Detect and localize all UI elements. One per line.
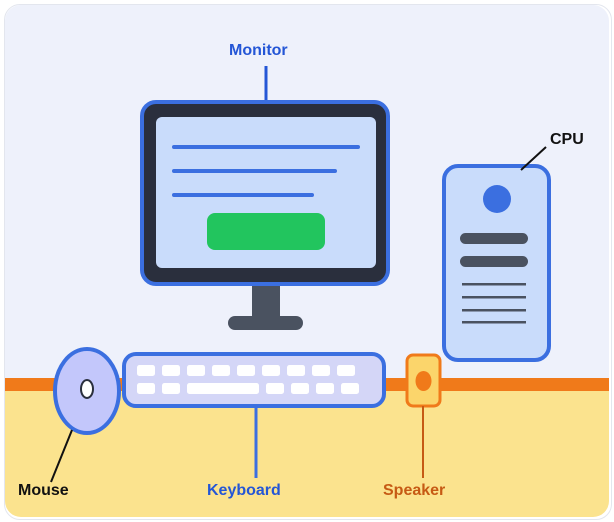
screen-text-line-1 — [172, 145, 360, 149]
cpu-leader-line — [520, 146, 547, 171]
keyboard-key — [316, 383, 334, 394]
cpu-vent-2 — [462, 296, 526, 299]
screen-green-button — [207, 213, 325, 250]
keyboard-key — [212, 365, 230, 376]
keyboard-label: Keyboard — [207, 482, 281, 499]
cpu-vent-3 — [462, 309, 526, 312]
monitor-label: Monitor — [229, 42, 288, 59]
keyboard-key — [287, 365, 305, 376]
cpu-vent-4 — [462, 321, 526, 324]
mouse-scroll-wheel — [80, 379, 94, 399]
mouse — [53, 347, 121, 435]
screen-text-line-3 — [172, 193, 314, 197]
keyboard-spacebar — [187, 383, 259, 394]
keyboard-key — [137, 383, 155, 394]
keyboard-body — [122, 352, 386, 408]
cpu-vent-1 — [462, 283, 526, 286]
keyboard-key — [237, 365, 255, 376]
speaker-label: Speaker — [383, 482, 446, 499]
keyboard-key — [341, 383, 359, 394]
mouse-leader-line — [50, 429, 73, 483]
screen-text-line-2 — [172, 169, 337, 173]
monitor-stand-neck — [252, 284, 280, 322]
keyboard-key — [137, 365, 155, 376]
cpu-label: CPU — [550, 131, 584, 148]
keyboard-key — [187, 365, 205, 376]
cpu-tower — [442, 164, 551, 362]
keyboard-keys — [137, 365, 359, 394]
keyboard-key — [162, 365, 180, 376]
cpu-drive-bay-2 — [460, 256, 528, 267]
mouse-label: Mouse — [18, 482, 69, 499]
keyboard-key — [291, 383, 309, 394]
keyboard-key — [262, 365, 280, 376]
speaker-cone — [415, 371, 432, 391]
monitor — [140, 100, 390, 330]
keyboard-key — [162, 383, 180, 394]
keyboard-key — [337, 365, 355, 376]
diagram-frame — [4, 4, 612, 520]
speaker — [405, 353, 442, 408]
monitor-stand-base — [228, 316, 303, 330]
keyboard — [122, 352, 386, 408]
keyboard-key — [266, 383, 284, 394]
cpu-drive-bay-1 — [460, 233, 528, 244]
keyboard-key — [312, 365, 330, 376]
cpu-power-button — [483, 185, 511, 213]
